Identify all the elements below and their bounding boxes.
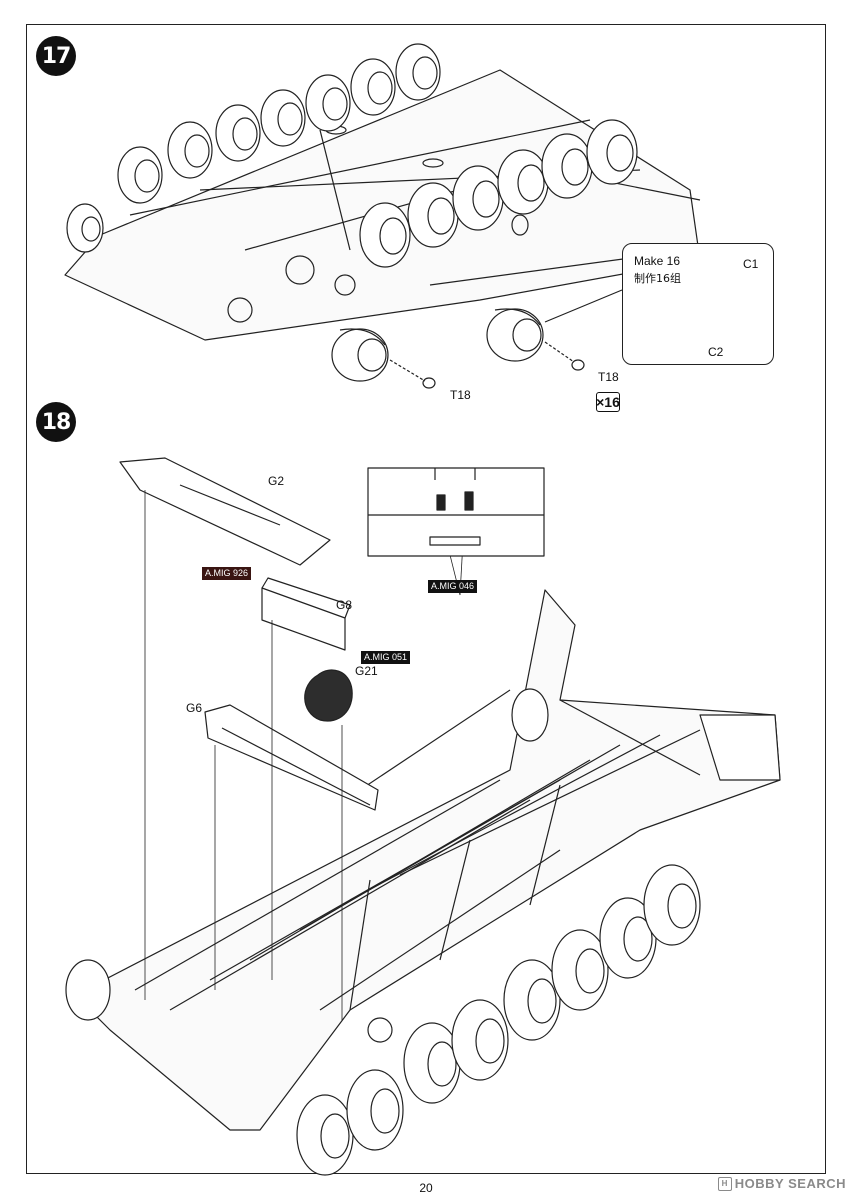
quantity-badge: ×16 — [596, 392, 620, 412]
make-16-callout — [622, 243, 774, 365]
paint-code-badge: A.MIG 051 — [361, 651, 411, 664]
part-label-t18: T18 — [598, 370, 619, 384]
part-label-g21: G21 — [355, 664, 378, 678]
page-number: 20 — [419, 1181, 433, 1195]
step-number-badge: 18 — [36, 402, 76, 442]
paint-code-badge: A.MIG 926 — [202, 567, 252, 580]
step18-parts — [119, 457, 379, 811]
step18-detail-inset — [367, 467, 545, 557]
watermark-logo-icon: H — [717, 1176, 732, 1191]
callout-text-zh: 制作16组 — [634, 272, 681, 285]
step17-loose-wheels — [331, 289, 623, 389]
part-label-t18: T18 — [450, 388, 471, 402]
part-label-c2: C2 — [708, 345, 724, 359]
step17-front-wheels — [227, 119, 638, 323]
page-frame — [26, 24, 826, 1174]
watermark: H HOBBY SEARCH — [717, 1176, 846, 1191]
part-label-g6: G6 — [186, 701, 203, 715]
step18-road-wheels — [65, 864, 701, 1176]
callout-text-en: Make 16 — [634, 254, 681, 268]
paint-code-badge: A.MIG 046 — [428, 580, 478, 593]
part-label-g8: G8 — [336, 598, 353, 612]
step-number-badge: 17 — [36, 36, 76, 76]
part-label-g2: G2 — [268, 474, 285, 488]
part-label-c1: C1 — [743, 257, 759, 271]
step18-chassis — [74, 589, 781, 1131]
step17-rear-wheels — [66, 43, 441, 253]
watermark-text: HOBBY SEARCH — [734, 1176, 846, 1191]
